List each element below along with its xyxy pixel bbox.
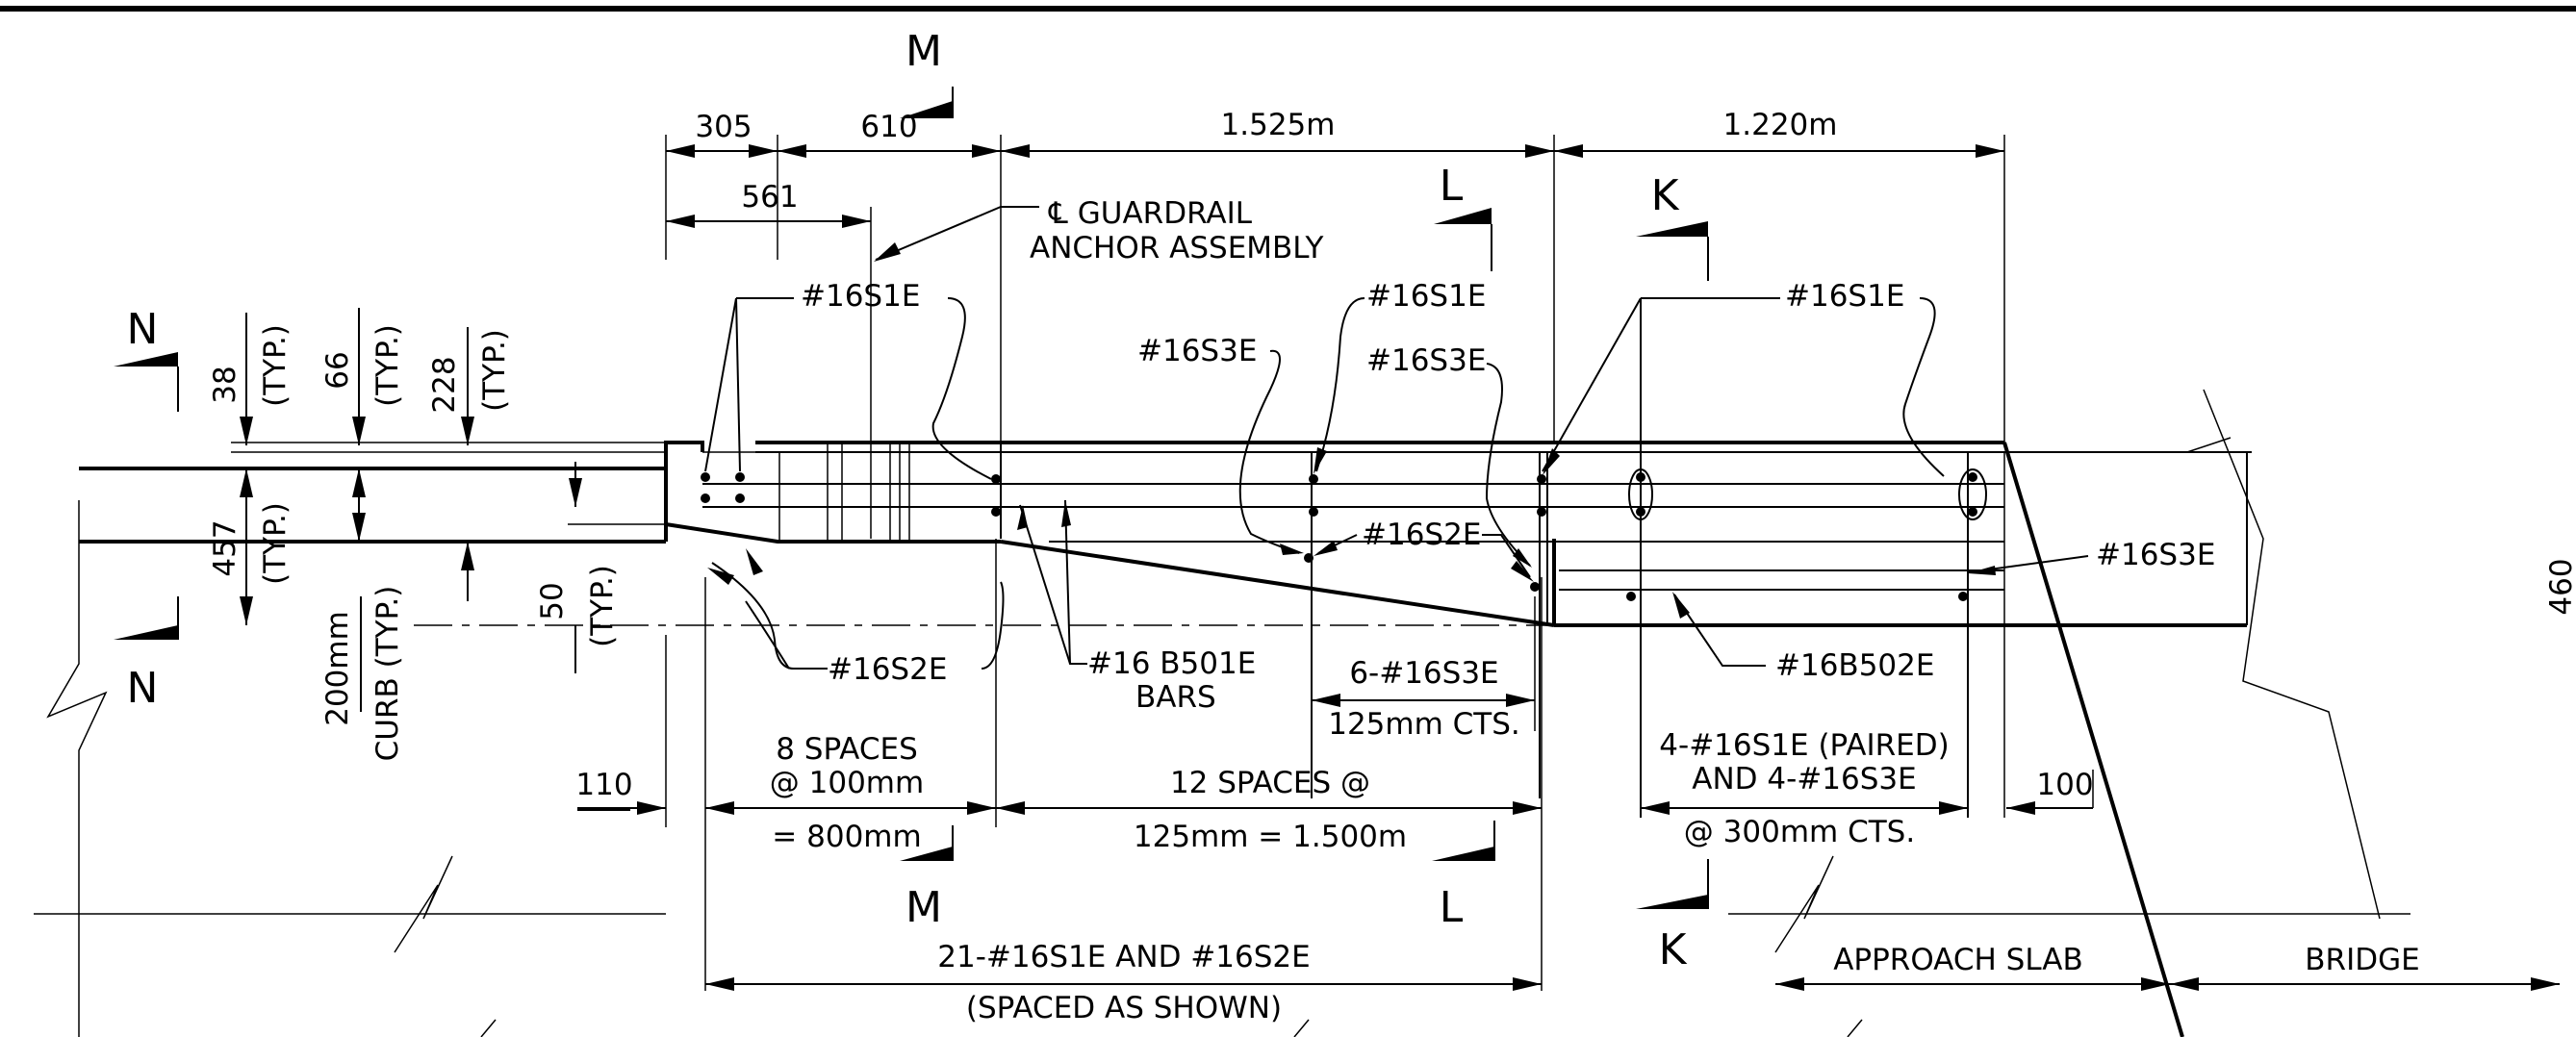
svg-text:#16S1E: #16S1E [801, 279, 920, 314]
dim-curb-typ: CURB (TYP.) [370, 586, 405, 762]
dim-561: 561 [741, 180, 798, 215]
dim-100: 100 [2036, 768, 2093, 802]
svg-text:125mm CTS.: 125mm CTS. [1328, 707, 1520, 742]
callout-s3e-mid: #16S3E [1137, 334, 1304, 555]
dim-110: 110 [575, 768, 632, 802]
callout-s1e-left: #16S1E [704, 279, 992, 480]
callout-b502e: #16B502E [1672, 592, 1934, 683]
svg-text:BARS: BARS [1135, 680, 1216, 715]
dim-66-typ: (TYP.) [370, 324, 405, 407]
svg-text:L: L [1440, 883, 1464, 932]
svg-text:#16S3E: #16S3E [1137, 334, 1257, 368]
svg-text:APPROACH SLAB: APPROACH SLAB [1833, 943, 2083, 977]
svg-text:#16S3E: #16S3E [2096, 538, 2215, 572]
svg-text:K: K [1651, 171, 1680, 220]
dim-457-typ: (TYP.) [258, 502, 293, 585]
section-mark-m-bottom: M [900, 825, 954, 932]
svg-text:#16S2E: #16S2E [828, 652, 947, 687]
svg-text:4-#16S1E (PAIRED): 4-#16S1E (PAIRED) [1659, 728, 1949, 763]
svg-text:M: M [905, 27, 942, 76]
section-mark-n-top: N [114, 305, 179, 412]
callout-s2e-left: #16S2E [707, 548, 1005, 687]
svg-text:#16S1E: #16S1E [1785, 279, 1904, 314]
svg-text:@ 100mm: @ 100mm [770, 766, 924, 800]
dim-228: 228 [427, 356, 462, 413]
dim-38-typ: (TYP.) [258, 324, 293, 407]
svg-text:K: K [1659, 925, 1688, 974]
callout-s1e-mid: #16S1E [1314, 279, 1486, 474]
rebar-dots [701, 468, 1987, 601]
top-dimension-string: 305 610 1.525m 1.220m 561 [665, 108, 2005, 539]
svg-text:AND 4-#16S3E: AND 4-#16S3E [1692, 762, 1916, 797]
svg-text:℄ GUARDRAIL: ℄ GUARDRAIL [1048, 196, 1253, 231]
svg-text:12 SPACES @: 12 SPACES @ [1170, 766, 1370, 800]
svg-text:@ 300mm CTS.: @ 300mm CTS. [1684, 815, 1915, 849]
svg-text:#16B502E: #16B502E [1775, 648, 1934, 683]
svg-text:N: N [127, 305, 159, 354]
callout-b501e: #16 B501E BARS [1017, 499, 1256, 715]
svg-text:#16S3E: #16S3E [1366, 343, 1486, 378]
dim-305: 305 [695, 110, 752, 144]
dim-66: 66 [320, 351, 355, 389]
svg-text:N: N [127, 664, 159, 713]
section-mark-m-top: M [900, 27, 954, 118]
svg-text:#16S2E: #16S2E [1362, 518, 1481, 552]
dim-50: 50 [535, 582, 570, 620]
svg-text:#16 B501E: #16 B501E [1087, 646, 1256, 681]
svg-text:125mm = 1.500m: 125mm = 1.500m [1134, 820, 1407, 854]
callout-s3e-mid2: #16S3E [1366, 343, 1532, 568]
dim-457: 457 [208, 519, 242, 576]
svg-text:ANCHOR ASSEMBLY: ANCHOR ASSEMBLY [1030, 231, 1323, 266]
dim-1220: 1.220m [1723, 108, 1838, 142]
edge-label-460: 460 [2544, 558, 2576, 615]
svg-text:M: M [905, 883, 942, 932]
section-mark-l-bottom: L [1432, 821, 1495, 932]
svg-text:21-#16S1E AND #16S2E: 21-#16S1E AND #16S2E [937, 940, 1310, 974]
left-breaklines [34, 500, 2410, 1037]
slab-outline [79, 389, 2381, 1037]
svg-text:= 800mm: = 800mm [772, 820, 921, 854]
callout-guardrail: ℄ GUARDRAIL ANCHOR ASSEMBLY [874, 196, 1323, 266]
dim-228-typ: (TYP.) [477, 329, 512, 412]
dim-50-typ: (TYP.) [585, 565, 620, 647]
svg-text:8 SPACES: 8 SPACES [776, 732, 918, 767]
dim-38: 38 [208, 366, 242, 403]
svg-text:#16S1E: #16S1E [1366, 279, 1486, 314]
svg-text:L: L [1440, 162, 1464, 211]
svg-text:(SPACED AS SHOWN): (SPACED AS SHOWN) [966, 991, 1282, 1025]
vertical-dimensions: 38 (TYP.) 66 (TYP.) 228 (TYP.) 457 (TYP.… [208, 308, 666, 761]
dim-610: 610 [860, 110, 917, 144]
dim-1525: 1.525m [1221, 108, 1336, 142]
dim-200: 200mm [320, 611, 355, 726]
callout-s3e-right: #16S3E [1967, 538, 2215, 575]
callout-s1e-right: #16S1E [1542, 279, 1945, 477]
svg-text:BRIDGE: BRIDGE [2305, 943, 2419, 977]
callout-s2e-mid: #16S2E [1314, 518, 1534, 582]
section-mark-l-top: L [1434, 162, 1492, 271]
section-mark-k-top: K [1636, 171, 1709, 281]
section-mark-k-bottom: K [1636, 859, 1709, 974]
section-mark-n-bottom: N [114, 596, 179, 713]
svg-text:6-#16S3E: 6-#16S3E [1349, 656, 1498, 691]
bottom-dimension-strings: 110 8 SPACES @ 100mm = 800mm 12 SPACES @… [575, 539, 2560, 1025]
